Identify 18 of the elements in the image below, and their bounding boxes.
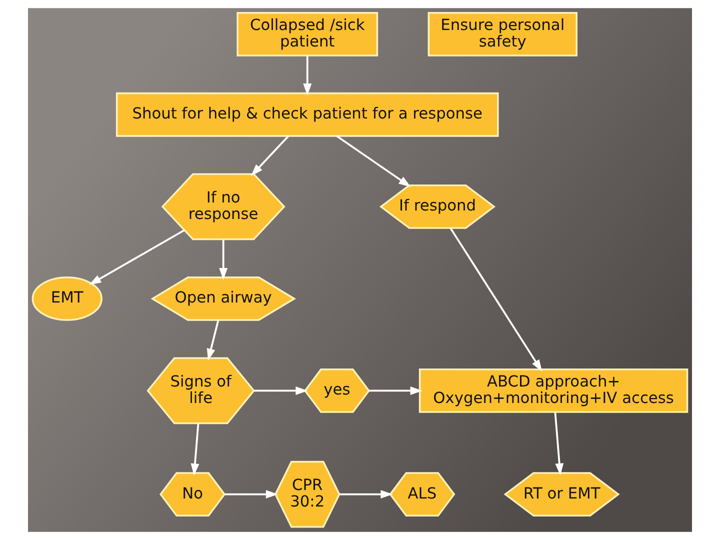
arrow — [340, 490, 393, 499]
node-ellipse: EMT — [32, 276, 102, 321]
arrow — [303, 56, 312, 96]
arrow — [254, 386, 308, 395]
arrow — [554, 412, 564, 476]
arrow — [450, 227, 542, 372]
arrow — [190, 423, 200, 476]
arrow — [369, 386, 422, 395]
arrow — [224, 490, 278, 499]
node-box: ABCD approach+ Oxygen+monitoring+IV access — [418, 368, 688, 413]
arrow — [89, 229, 185, 285]
node-box: Ensure personal safety — [428, 12, 578, 56]
arrow — [206, 320, 220, 361]
arrow — [219, 240, 228, 280]
node-box: Shout for help & check patient for a response — [116, 92, 499, 137]
arrow — [336, 135, 411, 188]
arrow — [250, 136, 289, 176]
node-box: Collapsed /sick patient — [236, 12, 378, 56]
